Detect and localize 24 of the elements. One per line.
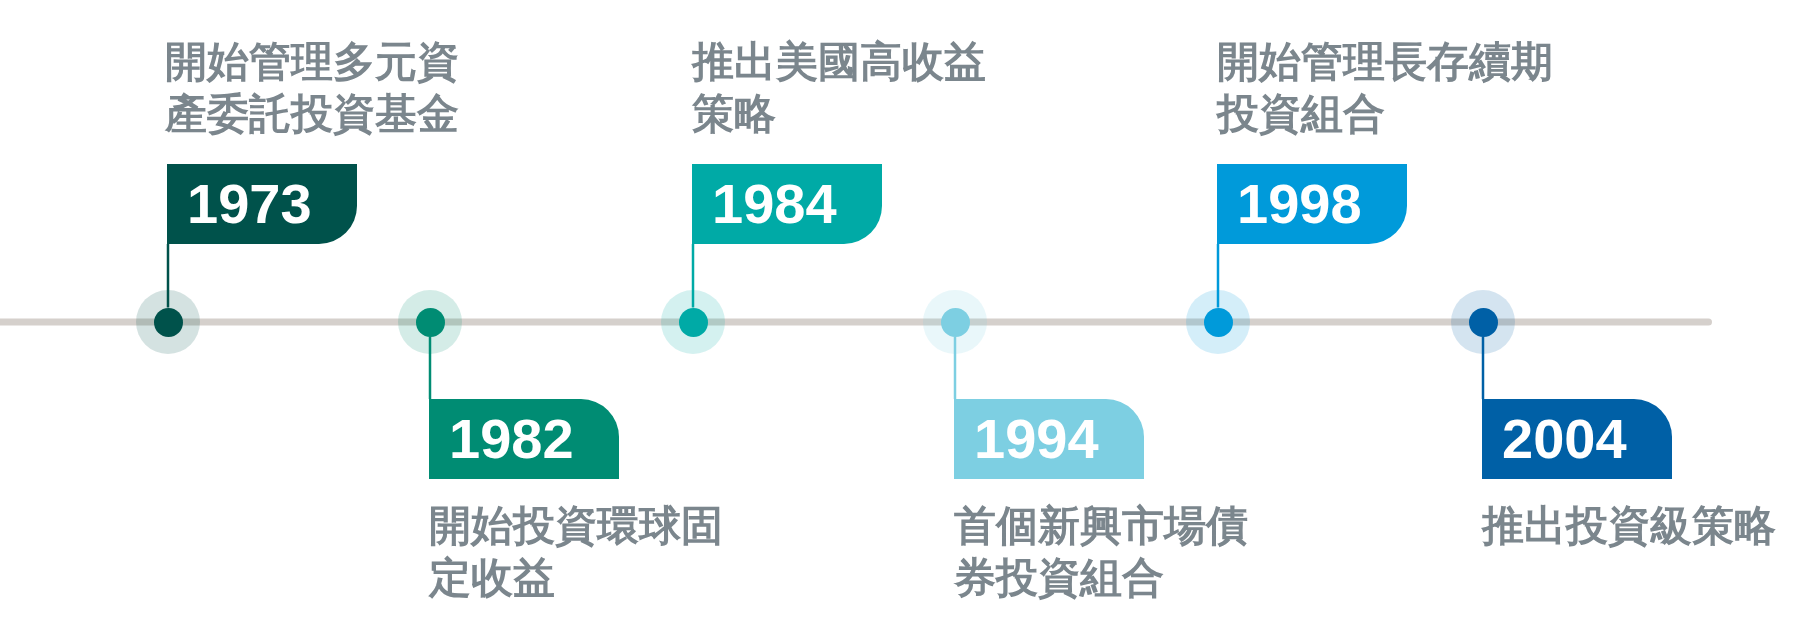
milestone-text: 推出投資級策略 xyxy=(1482,501,1777,551)
year-flag: 1973 xyxy=(167,164,357,244)
milestone-text: 推出美國高收益策略 xyxy=(692,37,987,139)
milestone-text: 首個新興市場債券投資組合 xyxy=(954,501,1249,603)
year-flag: 1998 xyxy=(1217,164,1407,244)
year-flag: 2004 xyxy=(1482,399,1672,479)
timeline-dot xyxy=(678,307,708,337)
timeline-dot xyxy=(940,307,970,337)
timeline-dot xyxy=(153,307,183,337)
year-flag: 1984 xyxy=(692,164,882,244)
year-flag: 1994 xyxy=(954,399,1144,479)
connector-line xyxy=(166,244,170,308)
milestone-text: 開始投資環球固定收益 xyxy=(429,501,724,603)
milestone-text: 開始管理多元資產委託投資基金 xyxy=(165,37,460,139)
timeline-dot xyxy=(1468,307,1498,337)
connector-line xyxy=(691,244,695,308)
connector-line xyxy=(1481,336,1485,399)
connector-line xyxy=(428,336,432,399)
year-flag: 1982 xyxy=(429,399,619,479)
connector-line xyxy=(1216,244,1220,308)
milestone-text: 開始管理長存續期投資組合 xyxy=(1217,37,1554,139)
timeline-dot xyxy=(1203,307,1233,337)
timeline-dot xyxy=(415,307,445,337)
connector-line xyxy=(953,336,957,399)
